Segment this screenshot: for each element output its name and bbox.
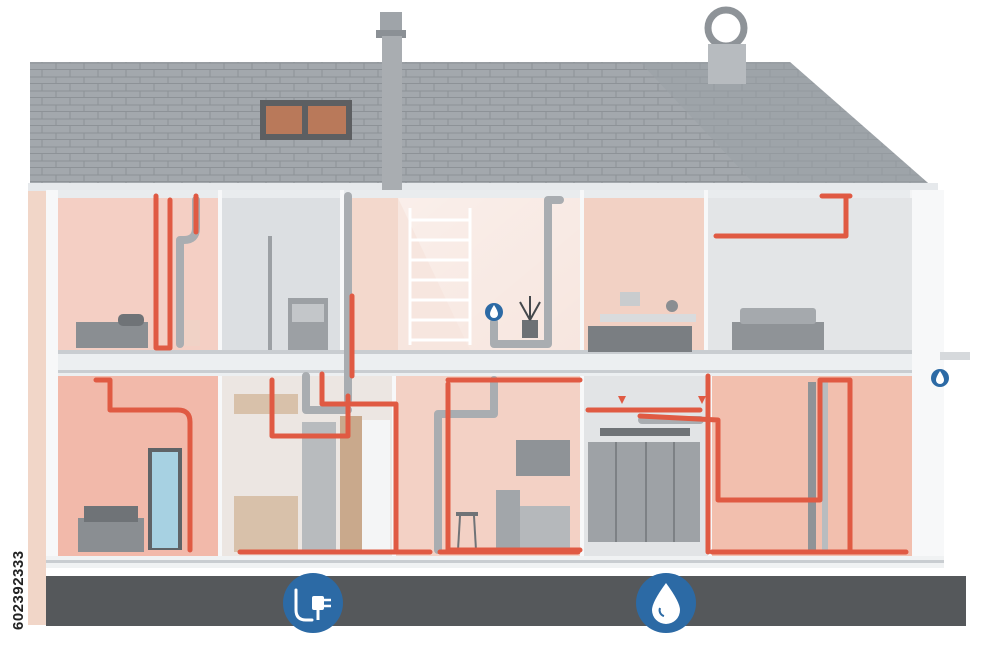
water-drop-icon bbox=[485, 303, 503, 321]
water-drop-icon bbox=[931, 369, 949, 387]
stock-id-text: 602392333 bbox=[10, 550, 27, 630]
valve-markers bbox=[618, 396, 706, 404]
heating-pipes bbox=[93, 193, 909, 555]
stock-id-label: 602392333 bbox=[8, 430, 28, 630]
vent-stack bbox=[704, 6, 748, 84]
house-body bbox=[46, 190, 970, 626]
roof bbox=[28, 6, 938, 191]
electric-plug-icon bbox=[283, 573, 343, 633]
water-drop-icon bbox=[636, 573, 696, 633]
chimney-flue bbox=[376, 12, 406, 190]
foundation bbox=[46, 576, 966, 626]
attic-window bbox=[260, 100, 352, 140]
upper-office bbox=[584, 198, 704, 350]
left-facade bbox=[28, 185, 46, 625]
furniture bbox=[76, 208, 828, 552]
